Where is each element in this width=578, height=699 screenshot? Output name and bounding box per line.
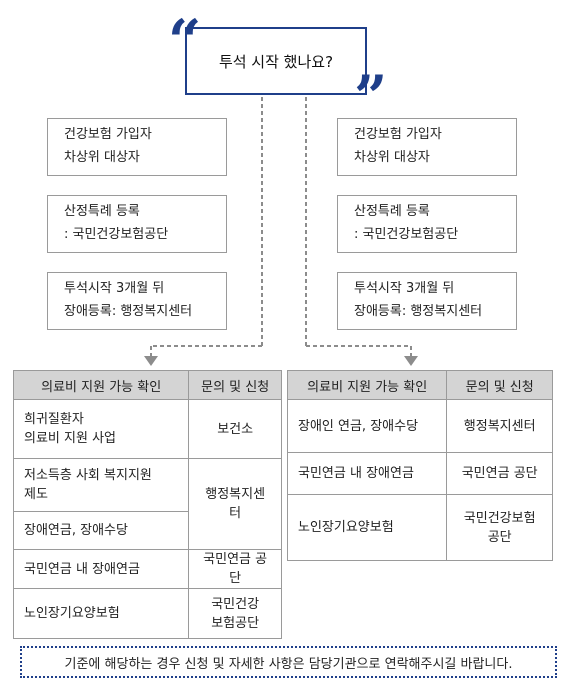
support-cell: 노인장기요양보험 xyxy=(286,494,448,561)
card-line: 장애등록: 행정복지센터 xyxy=(354,304,483,319)
close-quote-icon: ” xyxy=(354,63,388,131)
cell-line: 저소득층 사회 복지지원 xyxy=(24,468,152,483)
cell-line: 국민건강보험 xyxy=(463,510,536,526)
footer-note-box: 기준에 해당하는 경우 신청 및 자세한 사항은 담당기관으로 연락해주시길 바… xyxy=(20,646,557,678)
header-contact: 문의 및 신청 xyxy=(188,370,282,400)
cell-line: 노인장기요양보험 xyxy=(24,606,120,621)
footer-note-text: 기준에 해당하는 경우 신청 및 자세한 사항은 담당기관으로 연락해주시길 바… xyxy=(64,656,513,672)
left-card-insurance: 건강보험 가입자 차상위 대상자 xyxy=(47,118,227,176)
card-line: : 국민건강보험공단 xyxy=(64,227,169,242)
support-cell: 장애연금, 장애수당 xyxy=(12,511,190,550)
card-line: 산정특례 등록 xyxy=(354,204,430,219)
right-support-table: 의료비 지원 가능 확인 문의 및 신청 장애인 연금, 장애수당 행정복지센터… xyxy=(286,370,553,561)
left-card-disability-registration: 투석시작 3개월 뒤 장애등록: 행정복지센터 xyxy=(47,272,227,330)
header-support: 의료비 지원 가능 확인 xyxy=(12,370,190,400)
card-line: 차상위 대상자 xyxy=(354,150,430,165)
org-cell: 행정복지센터 xyxy=(446,399,553,453)
cell-line: 국민연금 내 장애연금 xyxy=(24,561,140,577)
cell-line: 국민연금 공단 xyxy=(461,466,538,481)
org-cell: 국민건강보험 공단 xyxy=(446,494,553,561)
table-row: 희귀질환자 의료비 지원 사업 보건소 xyxy=(12,399,282,459)
card-line: 차상위 대상자 xyxy=(64,150,140,165)
open-quote-icon: “ xyxy=(168,7,202,75)
header-support: 의료비 지원 가능 확인 xyxy=(286,370,448,400)
org-cell: 국민연금 공단 xyxy=(188,549,282,589)
cell-line: 장애연금, 장애수당 xyxy=(24,523,128,538)
card-line: : 국민건강보험공단 xyxy=(354,227,459,242)
table-row: 장애인 연금, 장애수당 행정복지센터 xyxy=(286,399,553,453)
table-row: 노인장기요양보험 국민건강보험 공단 xyxy=(286,494,553,561)
cell-line: 행정복지센터 xyxy=(205,487,266,521)
left-card-special-case: 산정특례 등록 : 국민건강보험공단 xyxy=(47,195,227,253)
support-cell: 국민연금 내 장애연금 xyxy=(12,549,190,589)
org-cell: 국민건강 보험공단 xyxy=(188,588,282,639)
cell-line: 국민연금 공단 xyxy=(203,552,268,586)
card-line: 투석시작 3개월 뒤 xyxy=(354,281,455,296)
cell-line: 노인장기요양보험 xyxy=(298,520,394,535)
cell-line: 장애인 연금, 장애수당 xyxy=(298,418,419,434)
card-line: 장애등록: 행정복지센터 xyxy=(64,304,193,319)
support-cell: 장애인 연금, 장애수당 xyxy=(286,399,448,453)
cell-line: 의료비 지원 사업 xyxy=(24,431,116,446)
cell-line: 국민건강 xyxy=(211,596,260,612)
org-cell: 행정복지센터 xyxy=(188,458,282,550)
card-line: 건강보험 가입자 xyxy=(64,127,152,142)
cell-line: 국민연금 내 장애연금 xyxy=(298,466,414,481)
table-row: 저소득층 사회 복지지원 제도 행정복지센터 xyxy=(12,458,282,550)
support-cell: 노인장기요양보험 xyxy=(12,588,190,639)
table-row: 국민연금 내 장애연금 국민연금 공단 xyxy=(286,452,553,495)
support-cell: 희귀질환자 의료비 지원 사업 xyxy=(12,399,190,459)
right-card-special-case: 산정특례 등록 : 국민건강보험공단 xyxy=(337,195,517,253)
right-arrow-head xyxy=(404,356,418,366)
support-cell: 국민연금 내 장애연금 xyxy=(286,452,448,495)
header-contact: 문의 및 신청 xyxy=(446,370,553,400)
card-line: 산정특례 등록 xyxy=(64,204,140,219)
org-cell: 보건소 xyxy=(188,399,282,459)
cell-line: 희귀질환자 xyxy=(24,412,84,427)
cell-line: 보건소 xyxy=(217,421,254,437)
question-box: 투석 시작 했나요? xyxy=(185,27,367,95)
cell-line: 행정복지센터 xyxy=(463,418,536,434)
cell-line: 보험공단 xyxy=(211,615,260,631)
table-row: 국민연금 내 장애연금 국민연금 공단 xyxy=(12,549,282,589)
support-cell: 저소득층 사회 복지지원 제도 xyxy=(12,458,190,512)
card-line: 건강보험 가입자 xyxy=(354,127,442,142)
cell-line: 공단 xyxy=(487,529,512,545)
left-support-table: 의료비 지원 가능 확인 문의 및 신청 희귀질환자 의료비 지원 사업 보건소… xyxy=(12,370,282,639)
org-cell: 국민연금 공단 xyxy=(446,452,553,495)
right-card-insurance: 건강보험 가입자 차상위 대상자 xyxy=(337,118,517,176)
cell-line: 제도 xyxy=(24,487,48,502)
question-text: 투석 시작 했나요? xyxy=(218,52,334,71)
table-row: 노인장기요양보험 국민건강 보험공단 xyxy=(12,588,282,639)
card-line: 투석시작 3개월 뒤 xyxy=(64,281,165,296)
right-card-disability-registration: 투석시작 3개월 뒤 장애등록: 행정복지센터 xyxy=(337,272,517,330)
left-arrow-head xyxy=(144,356,158,366)
table-row: 장애연금, 장애수당 xyxy=(12,511,282,550)
